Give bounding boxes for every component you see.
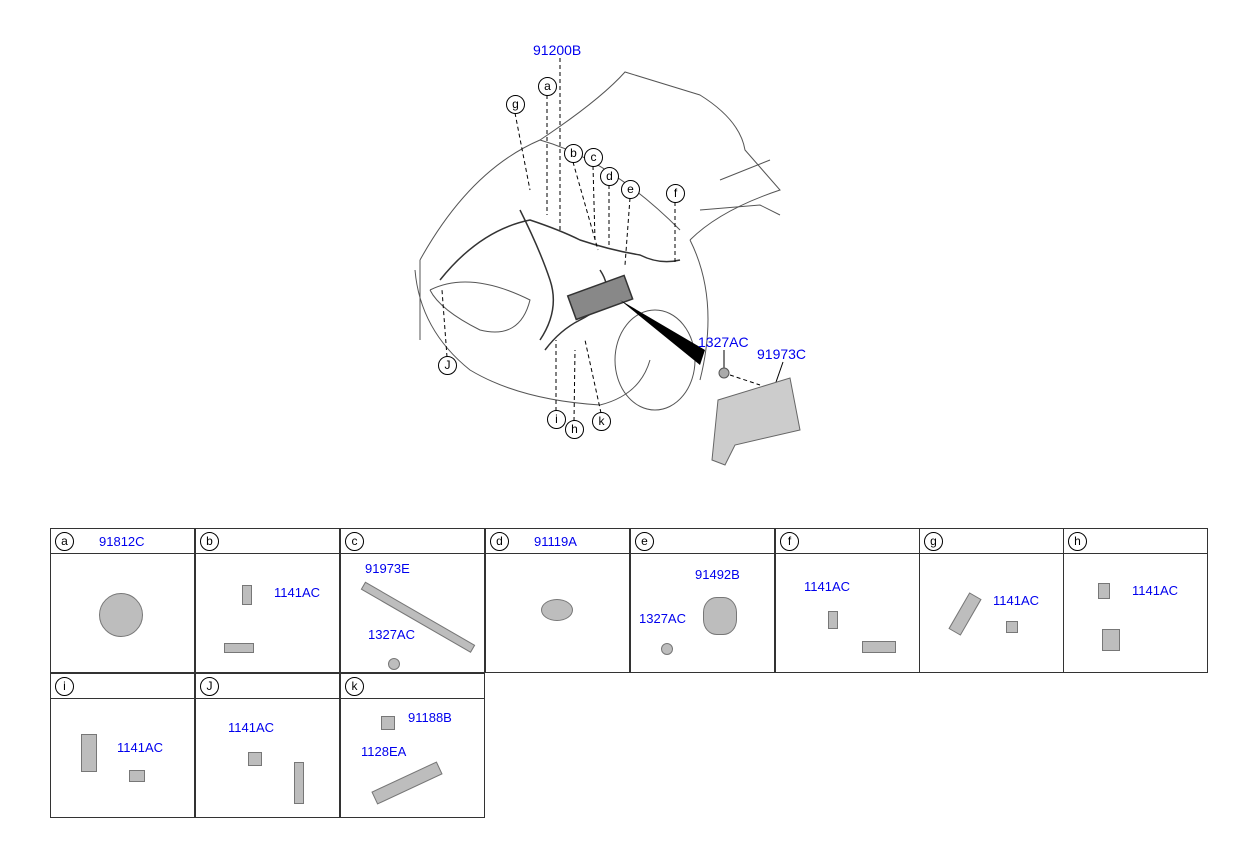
part-number[interactable]: 1327AC bbox=[639, 611, 686, 626]
cell-letter: h bbox=[1068, 532, 1087, 551]
bracket-part bbox=[371, 761, 443, 805]
bolt-part bbox=[242, 585, 252, 605]
cell-letter: b bbox=[200, 532, 219, 551]
part-number[interactable]: 1141AC bbox=[1132, 583, 1179, 598]
callout-h[interactable]: h bbox=[565, 420, 584, 439]
bracket-part bbox=[948, 592, 982, 636]
detail-cell-f: f 1141AC bbox=[775, 528, 920, 673]
cell-letter: g bbox=[924, 532, 943, 551]
bolt-part bbox=[381, 716, 395, 730]
callout-j[interactable]: J bbox=[438, 356, 457, 375]
detail-cell-a: a 91812C bbox=[50, 528, 195, 673]
cell-letter: f bbox=[780, 532, 799, 551]
grommet-part bbox=[99, 593, 143, 637]
part-number[interactable]: 1327AC bbox=[368, 627, 415, 642]
detail-cell-k: k 91188B 1128EA bbox=[340, 673, 485, 818]
protector-part bbox=[360, 581, 476, 653]
part-number[interactable]: 1141AC bbox=[117, 740, 164, 755]
callout-k[interactable]: k bbox=[592, 412, 611, 431]
part-number[interactable]: 1141AC bbox=[804, 579, 851, 594]
detail-cell-h: h 1141AC bbox=[1063, 528, 1208, 673]
callout-i[interactable]: i bbox=[547, 410, 566, 429]
bolt-part bbox=[248, 752, 262, 766]
detail-cell-c: c 91973E 1327AC bbox=[340, 528, 485, 673]
part-number[interactable]: 91812C bbox=[99, 534, 145, 549]
cell-letter: d bbox=[490, 532, 509, 551]
bolt-part bbox=[828, 611, 838, 629]
callout-e[interactable]: e bbox=[621, 180, 640, 199]
detail-cell-i: i 1141AC bbox=[50, 673, 195, 818]
car-engine-bay-illustration bbox=[414, 58, 801, 466]
cell-letter: k bbox=[345, 677, 364, 696]
part-number[interactable]: 91119A bbox=[534, 534, 577, 549]
bracket-part bbox=[224, 643, 254, 653]
bracket-part bbox=[81, 734, 97, 772]
part-number[interactable]: 91492B bbox=[695, 567, 740, 582]
grommet-part bbox=[541, 599, 573, 621]
cell-letter: J bbox=[200, 677, 219, 696]
callout-g[interactable]: g bbox=[506, 95, 525, 114]
cell-letter: i bbox=[55, 677, 74, 696]
bracket-part bbox=[862, 641, 896, 653]
callout-c[interactable]: c bbox=[584, 148, 603, 167]
detail-cell-d: d 91119A bbox=[485, 528, 630, 673]
detail-cell-b: b 1141AC bbox=[195, 528, 340, 673]
callout-a[interactable]: a bbox=[538, 77, 557, 96]
main-harness-label[interactable]: 91200B bbox=[533, 42, 582, 58]
part-number[interactable]: 91973E bbox=[365, 561, 410, 576]
bracket-label[interactable]: 91973C bbox=[757, 346, 807, 362]
bracket-part bbox=[1102, 629, 1120, 651]
bolt-part bbox=[129, 770, 145, 782]
bracket-part bbox=[294, 762, 304, 804]
callout-f[interactable]: f bbox=[666, 184, 685, 203]
callout-d[interactable]: d bbox=[600, 167, 619, 186]
part-number[interactable]: 1141AC bbox=[993, 593, 1040, 608]
cover-part bbox=[703, 597, 737, 635]
part-number[interactable]: 91188B bbox=[408, 710, 452, 725]
part-number[interactable]: 1141AC bbox=[274, 585, 321, 600]
detail-cell-g: g 1141AC bbox=[919, 528, 1064, 673]
bolt-part bbox=[1006, 621, 1018, 633]
detail-cell-j: J 1141AC bbox=[195, 673, 340, 818]
nut-part bbox=[661, 643, 673, 655]
part-number[interactable]: 1141AC bbox=[228, 720, 275, 735]
callout-b[interactable]: b bbox=[564, 144, 583, 163]
bracket-nut-label[interactable]: 1327AC bbox=[698, 334, 749, 350]
detail-cell-e: e 91492B 1327AC bbox=[630, 528, 775, 673]
part-number[interactable]: 1128EA bbox=[361, 744, 407, 759]
cell-letter: c bbox=[345, 532, 364, 551]
cell-letter: a bbox=[55, 532, 74, 551]
bolt-part bbox=[1098, 583, 1110, 599]
nut-part bbox=[388, 658, 400, 670]
cell-letter: e bbox=[635, 532, 654, 551]
